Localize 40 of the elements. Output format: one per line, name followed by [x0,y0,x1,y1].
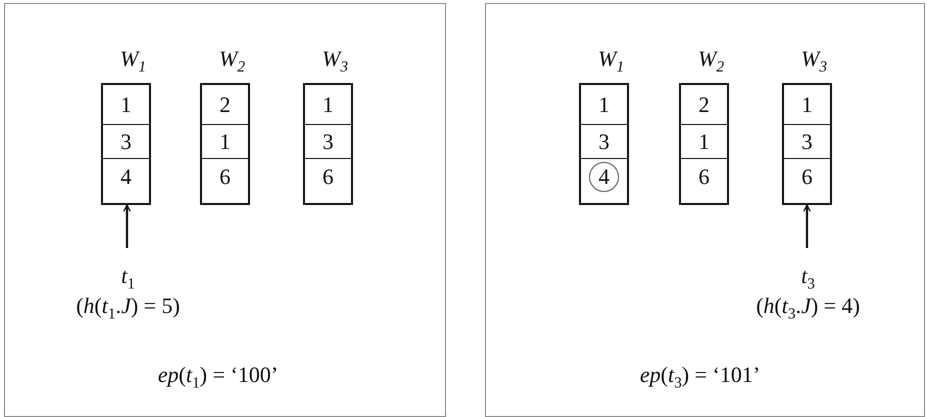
stack-box [303,83,353,205]
stack-cell: 1 [103,85,149,125]
column-heading: W$_{3}$ [320,46,350,76]
stack-cell: 3 [305,125,351,159]
tuple-label: t$_{1}$ [120,263,136,294]
circled-value: 4 [589,162,619,192]
stack-box [579,83,629,205]
stack-cell: 3 [784,125,830,159]
encoding-label: ep(t$_{3}$) = ‘101’ [638,362,762,392]
hash-value-label: (h(t$_{1}$.J) = 5) [75,293,181,324]
stack-cell: 3 [103,125,149,159]
stack-cell: 1 [305,85,351,125]
stack-cell: 6 [202,159,248,205]
stack-cell: 3 [581,125,627,159]
hash-value-label: (h(t$_{3}$.J) = 4) [755,293,861,324]
column-heading: W$_{3}$ [800,46,828,76]
column-heading: W$_{2}$ [696,46,726,76]
arrow [123,204,131,248]
column-heading: W$_{2}$ [218,46,246,76]
stack-cell: 6 [305,159,351,205]
stack-cell: 6 [681,159,727,205]
arrow [803,204,811,248]
encoding-label: ep(t$_{1}$) = ‘100’ [156,362,280,392]
panel-frame [485,3,925,417]
stack-box [679,83,729,205]
stack-cell: 4 [103,159,149,205]
stack-cell: 2 [681,85,727,125]
stack-box [782,83,832,205]
stack-cell: 6 [784,159,830,205]
stack-box [200,83,250,205]
stack-cell: 1 [202,125,248,159]
stack-cell: 1 [581,85,627,125]
panel-frame [4,3,446,417]
stack-cell: 2 [202,85,248,125]
stack-cell: 1 [784,85,830,125]
column-heading: W$_{1}$ [118,46,148,76]
stack-box [101,83,151,205]
column-heading: W$_{1}$ [596,46,626,76]
tuple-label: t$_{3}$ [800,263,816,294]
stack-cell: 1 [681,125,727,159]
